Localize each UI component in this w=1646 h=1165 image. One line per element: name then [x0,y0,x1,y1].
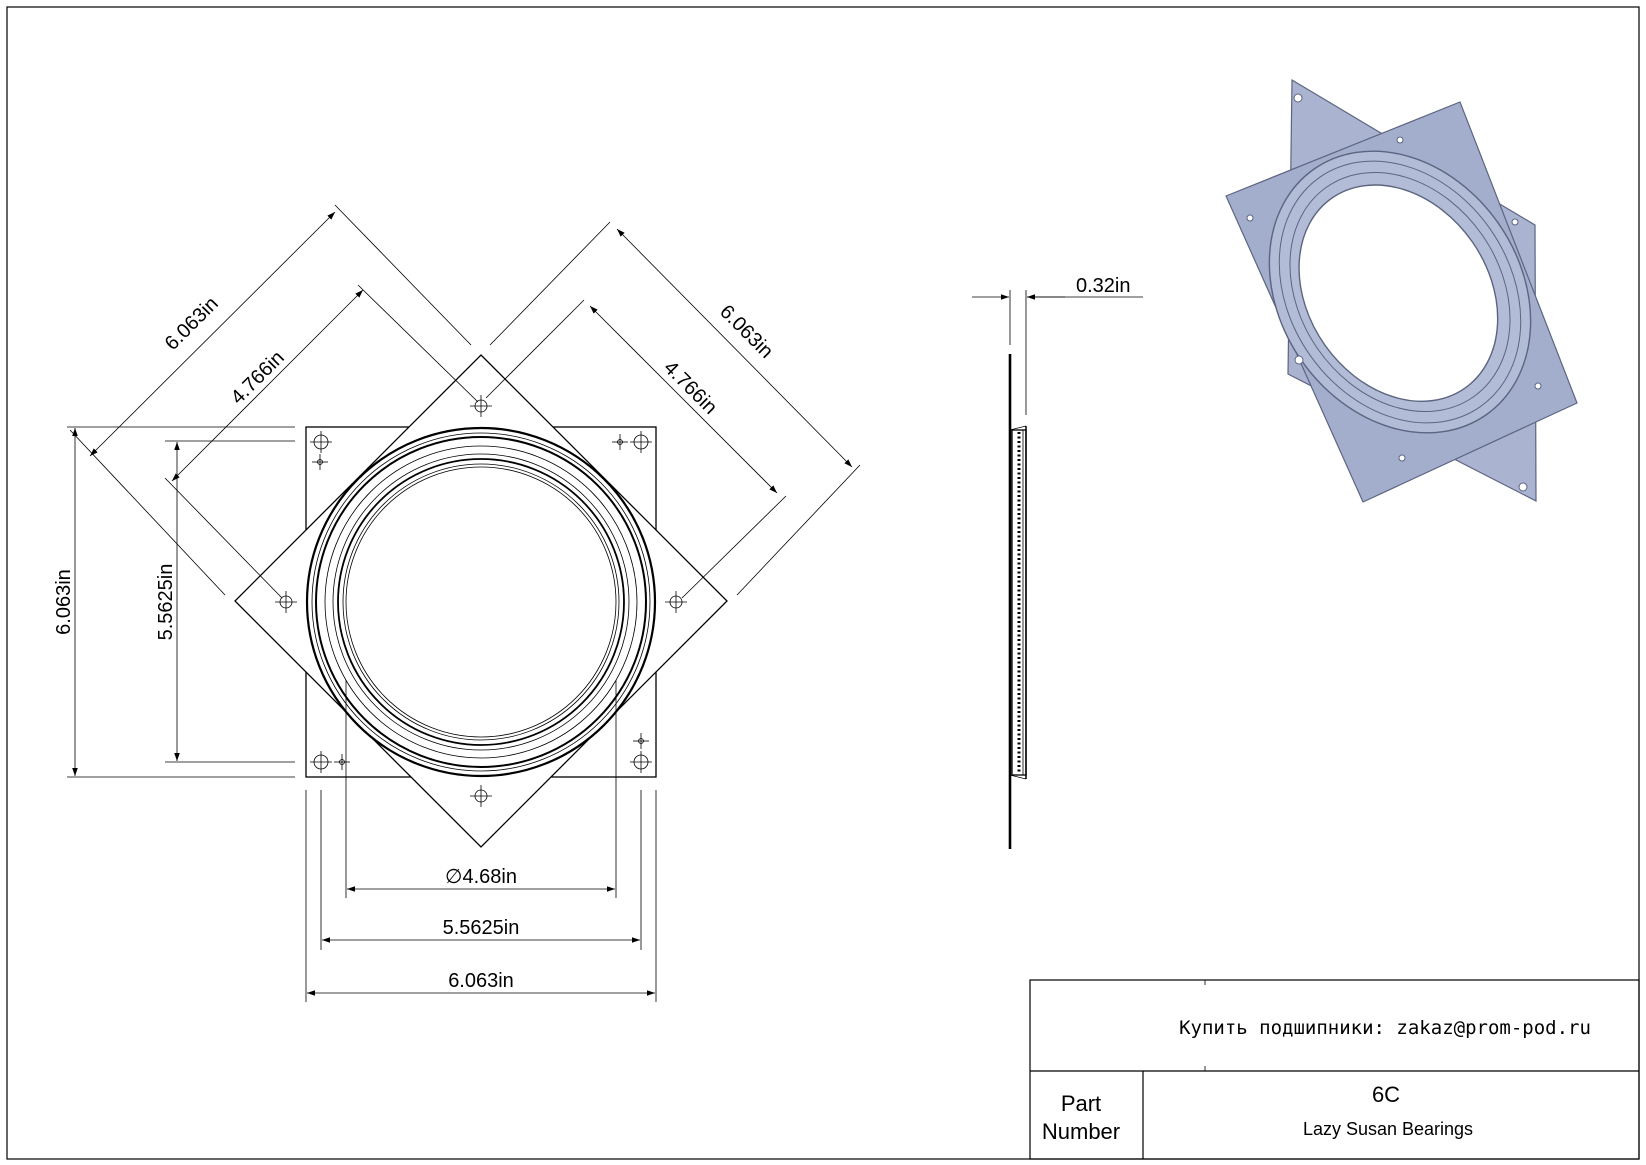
dim-thickness: 0.32in [972,275,1143,415]
top-view: 6.063in 4.766in 6.063in 4.766in 6.063in [53,204,861,1002]
dim-height-inner: 5.5625in [155,440,295,763]
part-description: Lazy Susan Bearings [1303,1119,1473,1139]
dim-label: 6.063in [715,301,777,363]
diameter-value: 4.68in [462,866,517,888]
dim-label: 5.5625in [155,564,177,641]
dim-label: 0.32in [1076,275,1131,297]
part-label-line1: Part [1061,1091,1101,1116]
hole [310,751,332,773]
dim-height-outer: 6.063in [53,426,295,778]
part-label-line2: Number [1042,1119,1120,1144]
hole [665,591,687,613]
dim-label: 4.766in [659,357,721,419]
hole [275,591,297,613]
dim-label: 5.5625in [443,917,520,939]
title-block: Купить подшипники: zakaz@prom-pod.ru Par… [1029,979,1640,1160]
diameter-symbol: ∅ [445,866,462,888]
dim-label: 6.063in [53,569,75,635]
dim-label: 6.063in [161,293,223,355]
sheet-border [6,6,1640,1160]
hole [470,785,492,807]
dim-label: 4.766in [227,347,289,409]
side-view: 0.32in [972,275,1143,849]
small-hole [633,733,649,749]
dim-diameter: ∅4.68in [345,680,617,898]
hole [630,751,652,773]
dim-label: 6.063in [448,970,514,992]
part-number: 6C [1372,1082,1400,1107]
bearing-rings [305,426,657,778]
small-hole [334,754,350,770]
hole [470,395,492,417]
isometric-view [1225,78,1578,503]
dim-width-outer: 6.063in [305,790,657,1002]
buy-text: Купить подшипники: zakaz@prom-pod.ru [1179,1017,1591,1039]
dim-width-inner: 5.5625in [320,790,642,950]
dim-label: ∅4.68in [445,866,517,888]
